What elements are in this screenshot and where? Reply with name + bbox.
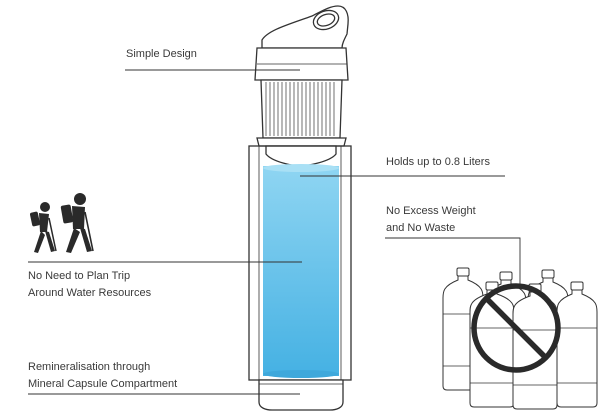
spout-hole [312, 9, 340, 31]
leader-lines [28, 69, 521, 395]
water-bottle [469, 281, 515, 408]
filter-cartridge [265, 145, 337, 167]
filter-bottle-icon [248, 5, 352, 411]
leader-weight [385, 237, 521, 290]
hikers-icon [30, 193, 94, 253]
label-mineral: Remineralisation through Mineral Capsule… [28, 361, 178, 390]
water-bottle [556, 281, 598, 408]
label-capacity: Holds up to 0.8 Liters [386, 156, 490, 168]
label-weight: No Excess Weight and No Waste [386, 205, 476, 234]
water-bottles-icon [442, 267, 598, 410]
mineral-compartment [258, 379, 344, 411]
label-simple-design: Simple Design [126, 48, 197, 60]
water-surface [263, 164, 339, 172]
water-fill [263, 166, 339, 376]
bottle-spout [261, 5, 349, 49]
no-symbol-icon [471, 283, 561, 373]
label-plan-trip: No Need to Plan Trip Around Water Resour… [28, 270, 152, 299]
